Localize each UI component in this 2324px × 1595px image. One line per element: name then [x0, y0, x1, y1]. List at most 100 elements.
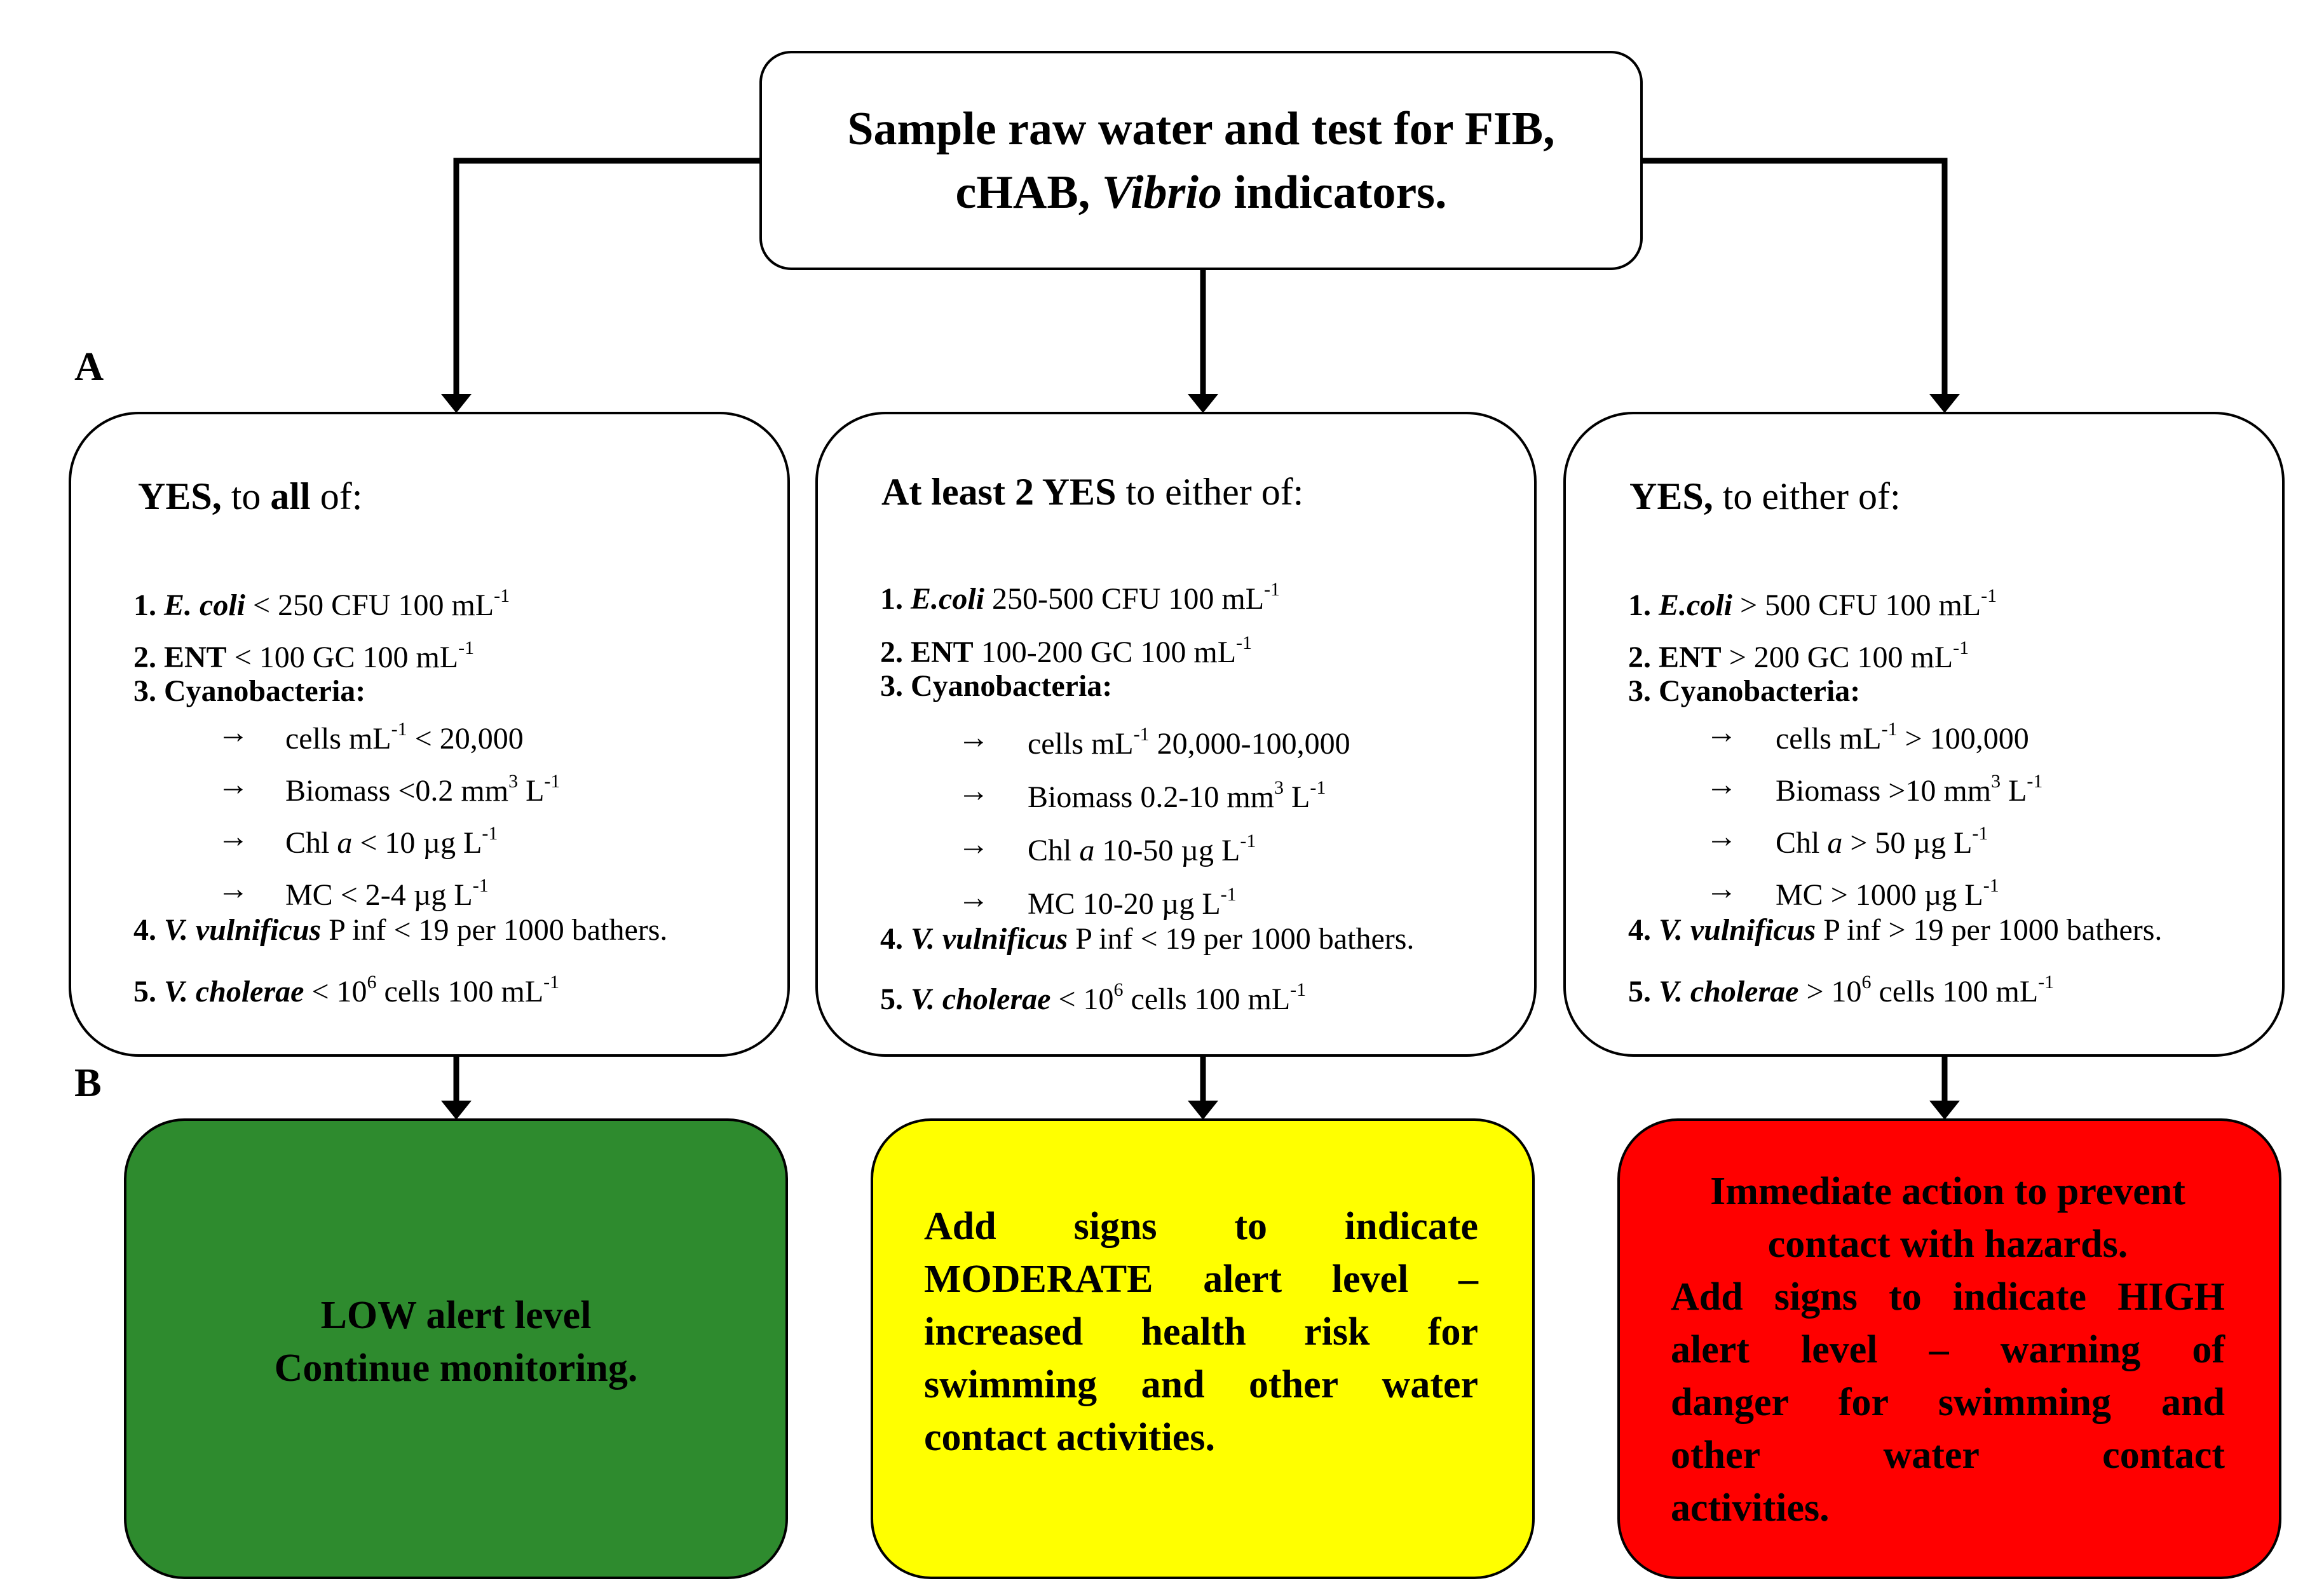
- ent-label: 2. ENT: [880, 635, 974, 669]
- start-line-2: cHAB, Vibrio indicators.: [956, 161, 1447, 224]
- item-number: 4.: [133, 913, 156, 947]
- arrowhead-middle: [1188, 394, 1218, 413]
- heading-bold-2: all: [270, 475, 311, 517]
- arrowhead-left: [441, 394, 472, 413]
- cells-value: 20,000-100,000: [1149, 727, 1350, 761]
- start-line-2-a: cHAB,: [955, 166, 1102, 219]
- biomass-line: Biomass 0.2-10 mm3 L-1: [1028, 771, 1326, 817]
- vulnificus-line: 4. V. vulnificus P inf < 19 per 1000 bat…: [133, 911, 667, 949]
- superscript: -1: [543, 972, 560, 993]
- section-label-b: B: [74, 1060, 102, 1105]
- action-high-text: Immediate action to prevent contact with…: [1671, 1165, 2225, 1535]
- action-high-line-3: Add signs to indicate HIGH: [1671, 1275, 2225, 1319]
- ecoli-line: 1. E.coli > 500 CFU 100 mL-1: [1628, 580, 1997, 625]
- arrow-icon: →: [217, 766, 249, 802]
- connector-right: [1643, 158, 1948, 397]
- action-high-line-7: activities.: [1671, 1486, 1830, 1530]
- criteria-heading: YES, to all of:: [138, 475, 362, 519]
- ent-value: 100-200 GC 100 mL: [973, 635, 1237, 669]
- vulnificus-value: P inf < 19 per 1000 bathers.: [1068, 922, 1415, 956]
- mc-value: MC > 1000 µg L: [1776, 878, 1983, 912]
- chl-line: Chl a < 10 µg L-1: [285, 817, 498, 862]
- superscript: -1: [482, 823, 498, 844]
- biomass-unit: L: [2001, 774, 2027, 808]
- heading-bold: YES,: [1629, 475, 1713, 517]
- vulnificus-name: V. vulnificus: [164, 913, 322, 947]
- superscript: 6: [1861, 972, 1872, 993]
- superscript: -1: [494, 585, 510, 606]
- chl-label: Chl: [285, 826, 337, 860]
- action-moderate-text: Add signs to indicate MODERATE alert lev…: [924, 1200, 1478, 1464]
- cholerae-name: V. cholerae: [1659, 975, 1799, 1008]
- superscript: -1: [472, 875, 489, 896]
- heading-tail: of:: [310, 475, 363, 517]
- cholerae-line: 5. V. cholerae < 106 cells 100 mL-1: [133, 966, 559, 1011]
- action-high-line-5: danger for swimming and: [1671, 1381, 2225, 1424]
- ecoli-value: < 250 CFU 100 mL: [245, 588, 494, 622]
- biomass-line: Biomass >10 mm3 L-1: [1776, 765, 2042, 810]
- chl-label: Chl: [1028, 834, 1080, 867]
- cyano-label: 3. Cyanobacteria:: [880, 669, 1113, 703]
- criteria-box-low: YES, to all of: 1. E. coli < 250 CFU 100…: [69, 412, 790, 1057]
- arrowhead-high: [1929, 1101, 1960, 1120]
- cells-value: > 100,000: [1897, 722, 2029, 756]
- superscript: -1: [2027, 771, 2043, 792]
- superscript: 3: [508, 771, 519, 792]
- ecoli-value: > 500 CFU 100 mL: [1732, 588, 1981, 622]
- arrow-icon: →: [958, 719, 989, 755]
- action-moderate-line-5: contact activities.: [924, 1416, 1215, 1459]
- cholerae-name: V. cholerae: [164, 975, 304, 1008]
- superscript: -1: [391, 719, 407, 740]
- item-number: 1.: [133, 588, 156, 622]
- ecoli-name: E.coli: [911, 582, 984, 616]
- section-label-a: A: [74, 344, 104, 389]
- superscript: -1: [1983, 875, 1999, 896]
- ecoli-name: E.coli: [1659, 588, 1732, 622]
- chl-value: > 50 µg L: [1842, 826, 1973, 860]
- cells-label: cells mL: [1028, 727, 1134, 761]
- arrow-icon: →: [217, 714, 249, 750]
- cyano-line: 3. Cyanobacteria:: [880, 667, 1112, 705]
- superscript: 3: [1991, 771, 2001, 792]
- mc-value: MC 10-20 µg L: [1028, 887, 1221, 921]
- cells-line: cells mL-1 < 20,000: [285, 713, 524, 758]
- vulnificus-value: P inf < 19 per 1000 bathers.: [321, 913, 668, 947]
- arrow-icon: →: [1706, 766, 1737, 802]
- superscript: 6: [1113, 979, 1124, 1000]
- superscript: -1: [544, 771, 561, 792]
- chl-line: Chl a 10-50 µg L-1: [1028, 825, 1256, 870]
- heading-mid: to: [221, 475, 271, 517]
- item-number: 1.: [1628, 588, 1651, 622]
- heading-tail: to either of:: [1116, 471, 1304, 513]
- criteria-box-moderate: At least 2 YES to either of: 1. E.coli 2…: [815, 412, 1537, 1057]
- chl-value: < 10 µg L: [352, 826, 482, 860]
- superscript: 3: [1274, 777, 1284, 798]
- ecoli-value: 250-500 CFU 100 mL: [984, 582, 1265, 616]
- action-moderate-line-2: MODERATE alert level –: [924, 1258, 1478, 1301]
- action-moderate-line-4: swimming and other water: [924, 1363, 1478, 1406]
- chl-line: Chl a > 50 µg L-1: [1776, 817, 1988, 862]
- mc-line: MC < 2-4 µg L-1: [285, 869, 489, 914]
- cholerae-line: 5. V. cholerae > 106 cells 100 mL-1: [1628, 966, 2054, 1011]
- cyano-label: 3. Cyanobacteria:: [1628, 674, 1861, 708]
- ent-line: 2. ENT 100-200 GC 100 mL-1: [880, 627, 1252, 672]
- superscript: -1: [1220, 884, 1237, 905]
- ent-line: 2. ENT < 100 GC 100 mL-1: [133, 632, 474, 677]
- ecoli-line: 1. E.coli 250-500 CFU 100 mL-1: [880, 573, 1280, 618]
- arrowhead-moderate: [1188, 1101, 1218, 1120]
- action-low-line-1: LOW alert level: [320, 1294, 592, 1337]
- cells-label: cells mL: [285, 722, 391, 756]
- cholerae-line: 5. V. cholerae < 106 cells 100 mL-1: [880, 974, 1306, 1019]
- superscript: -1: [1236, 632, 1253, 653]
- heading-bold: YES,: [138, 475, 222, 517]
- cyano-line: 3. Cyanobacteria:: [133, 672, 365, 710]
- ent-label: 2. ENT: [133, 641, 227, 674]
- item-number: 5.: [880, 982, 903, 1016]
- vulnificus-name: V. vulnificus: [1659, 913, 1816, 947]
- start-box: Sample raw water and test for FIB, cHAB,…: [759, 51, 1643, 270]
- action-box-moderate: Add signs to indicate MODERATE alert lev…: [871, 1118, 1535, 1579]
- mc-value: MC < 2-4 µg L: [285, 878, 473, 912]
- cholerae-name: V. cholerae: [911, 982, 1051, 1016]
- heading-tail: to either of:: [1713, 475, 1901, 517]
- superscript: -1: [2038, 972, 2055, 993]
